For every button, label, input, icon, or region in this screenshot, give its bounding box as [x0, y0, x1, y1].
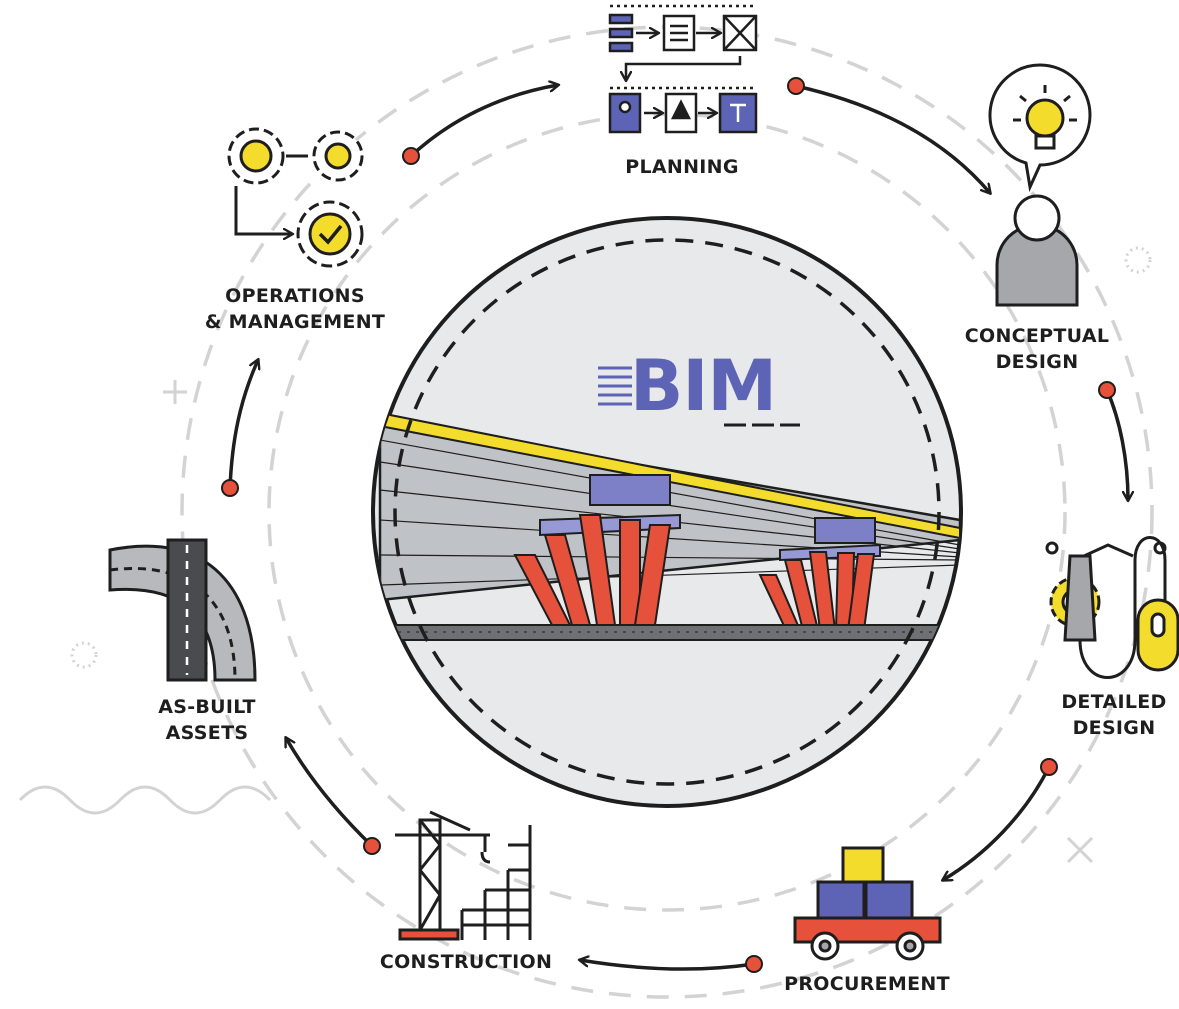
procurement-label: PROCUREMENT	[784, 973, 950, 995]
red-dot	[402, 147, 420, 165]
arrow-planning-to-conceptual	[795, 84, 990, 193]
bim-title: BIM	[630, 345, 776, 427]
red-dot	[363, 837, 381, 855]
stage-construction: CONSTRUCTION	[380, 810, 552, 973]
red-dot	[1040, 758, 1058, 776]
arrow-construction-to-asbuilt	[286, 738, 374, 848]
design-tools-icon	[1045, 536, 1179, 679]
arrow-asbuilt-to-operations	[228, 360, 258, 489]
as-built-assets-label-line2: ASSETS	[166, 722, 249, 744]
delivery-cart-icon	[793, 846, 942, 961]
cycle-dots	[221, 77, 1116, 973]
construction-label: CONSTRUCTION	[380, 951, 552, 973]
as-built-assets-label-line1: AS-BUILT	[158, 696, 256, 718]
detailed-design-label-line2: DESIGN	[1073, 717, 1156, 739]
stage-detailed-design: DETAILED DESIGN	[1045, 536, 1179, 739]
planning-label: PLANNING	[625, 156, 739, 178]
red-dot	[221, 479, 239, 497]
detailed-design-label-line1: DETAILED	[1061, 691, 1166, 713]
dotted-circle-decor	[1124, 246, 1152, 274]
arrow-detailed-to-procurement	[943, 766, 1051, 880]
cycle-arrows	[228, 84, 1128, 971]
operations-management-label-line2: & MANAGEMENT	[205, 311, 385, 333]
stage-operations-management: OPERATIONS & MANAGEMENT	[205, 127, 385, 333]
arrow-conceptual-to-detailed	[1105, 389, 1128, 500]
gears-workflow-icon	[227, 127, 364, 268]
dotted-circle-decor	[70, 641, 98, 669]
red-dot	[1098, 381, 1116, 399]
arrow-operations-to-planning	[409, 85, 558, 158]
cross-decor	[1066, 836, 1094, 864]
speed-lines-icon	[598, 366, 632, 406]
stage-conceptual-design: CONCEPTUAL DESIGN	[965, 63, 1109, 373]
person-icon	[995, 194, 1079, 307]
ground-slab	[379, 624, 961, 641]
red-dot	[787, 77, 805, 95]
flowchart-icon	[608, 4, 758, 134]
plus-decor	[163, 380, 187, 404]
red-dot	[745, 955, 763, 973]
center-inner-dashed-ring	[393, 238, 941, 786]
wavy-line-decor	[18, 785, 272, 815]
stage-planning: PLANNING	[608, 4, 758, 178]
stage-procurement: PROCUREMENT	[784, 846, 950, 995]
lightbulb-idea-icon	[988, 63, 1092, 193]
bridge-pier-1	[513, 474, 681, 626]
arrow-procurement-to-construction	[580, 960, 755, 971]
operations-management-label-line1: OPERATIONS	[225, 285, 365, 307]
construction-crane-icon	[395, 810, 532, 941]
bim-logo: BIM	[598, 345, 800, 427]
conceptual-design-label-line1: CONCEPTUAL	[965, 325, 1109, 347]
road-interchange-icon	[108, 538, 257, 682]
conceptual-design-label-line2: DESIGN	[996, 351, 1079, 373]
stage-as-built-assets: AS-BUILT ASSETS	[108, 538, 257, 744]
center-circle: BIM	[371, 216, 963, 808]
